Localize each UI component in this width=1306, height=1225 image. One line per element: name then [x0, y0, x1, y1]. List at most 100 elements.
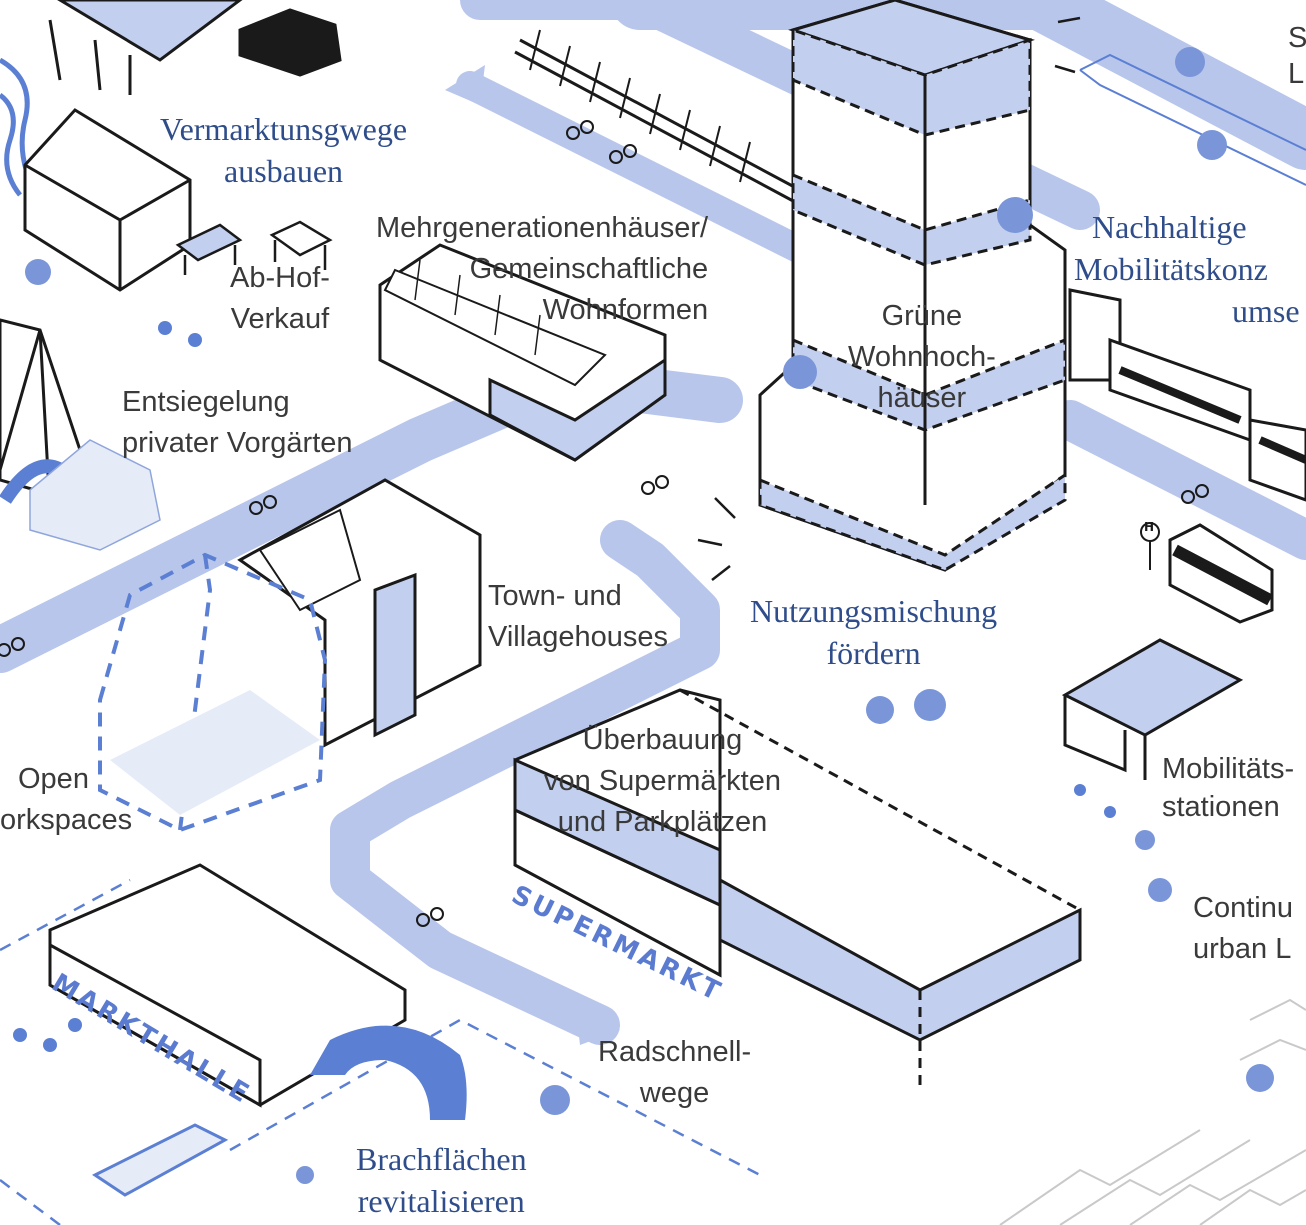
- planter: [92, 1123, 229, 1197]
- label-ueberbauung: Überbauung von Supermärkten und Parkplät…: [544, 720, 781, 843]
- supermarket-building: [513, 688, 1082, 1090]
- tree-6: [866, 696, 894, 724]
- bus: [1168, 523, 1274, 624]
- warehouse-top-left: [48, 0, 342, 95]
- label-line: Ab-Hof-: [230, 262, 330, 294]
- revitalise-arrow: [310, 1025, 467, 1120]
- cyclist-2: [609, 144, 637, 164]
- label-line: stationen: [1162, 791, 1280, 823]
- tree-9: [25, 259, 51, 285]
- tree-1: [1175, 47, 1205, 77]
- label-line: wege: [639, 1077, 710, 1109]
- label-line: Open: [18, 763, 89, 795]
- label-continuous-urban: Continu urban L: [1193, 888, 1293, 970]
- train: [1068, 288, 1306, 502]
- label-ab-hof-verkauf: Ab-Hof- Verkauf: [230, 258, 330, 340]
- arrow-radschnell: [575, 1000, 620, 1045]
- label-line: und Parkplätzen: [557, 806, 768, 838]
- right-path: [1050, 400, 1306, 560]
- rail-track: [514, 29, 801, 204]
- label-town-villagehouses: Town- und Villagehouses: [488, 576, 668, 658]
- label-line: Nachhaltige: [1092, 209, 1247, 245]
- label-line: ausbauen: [223, 153, 344, 189]
- landscape-lines: [999, 998, 1306, 1225]
- label-nachhaltige-mobilitaet: Nachhaltige Mobilitätskonz umse: [1074, 206, 1300, 332]
- label-line: Mehrgenerationenhäuser/: [376, 212, 709, 244]
- label-line: privater Vorgärten: [122, 427, 353, 459]
- central-path: [330, 520, 720, 1045]
- label-line: Brachflächen: [356, 1141, 527, 1177]
- cyclist-3: [249, 495, 277, 515]
- tree-2: [1197, 130, 1227, 160]
- label-line: S: [1288, 22, 1306, 54]
- cyclist-6: [416, 907, 444, 927]
- label-line: Radschnell-: [598, 1036, 752, 1068]
- label-mehrgenerationenhaeuser: Mehrgenerationenhäuser/ Gemeinschaftlich…: [376, 208, 708, 331]
- cyclist-1: [566, 120, 594, 140]
- cyclist-5: [0, 637, 25, 657]
- label-line: Vermarktunsgwege: [160, 111, 408, 147]
- label-mobilitaetsstationen: Mobilitäts- stationen: [1162, 750, 1294, 826]
- bushes: [13, 321, 1116, 1052]
- bus-stop-letter: H: [1144, 520, 1155, 534]
- label-line: Überbauung: [582, 724, 743, 756]
- label-line: Mobilitätskonz: [1074, 251, 1268, 287]
- label-line: Wohnhoch-: [848, 341, 996, 373]
- market-hall: [48, 863, 407, 1108]
- label-line: Verkauf: [230, 303, 330, 335]
- green-high-rise: [758, 0, 1067, 572]
- label-top-right: S L: [1288, 20, 1306, 92]
- label-line: revitalisieren: [357, 1183, 525, 1219]
- upper-path: [456, 71, 814, 264]
- cyclist-4: [641, 475, 669, 495]
- label-gruene-wohnhochhaeuser: Grüne Wohnhoch- häuser: [848, 296, 996, 419]
- label-line: L: [1288, 58, 1305, 90]
- label-line: Nutzungsmischung: [750, 593, 998, 629]
- label-line: Villagehouses: [488, 621, 669, 653]
- tree-8: [296, 1166, 314, 1184]
- bus-stop-sign: [1140, 522, 1160, 570]
- brick-wall: [29, 439, 161, 551]
- label-line: Entsiegelung: [122, 386, 290, 418]
- tree-12: [1135, 830, 1155, 850]
- trees: [25, 47, 1274, 1184]
- label-line: Wohnformen: [542, 294, 709, 326]
- label-line: häuser: [877, 382, 967, 414]
- label-line: fördern: [826, 635, 921, 671]
- workspace-floor: [110, 690, 320, 815]
- brownfield-plot: [0, 878, 761, 1225]
- label-radschnellwege: Radschnell- wege: [598, 1032, 751, 1114]
- tree-10: [1246, 1064, 1274, 1092]
- label-line: Mobilitäts-: [1162, 753, 1295, 785]
- label-entsiegelung: Entsiegelung privater Vorgärten: [122, 382, 353, 464]
- label-line: Town- und: [488, 580, 622, 612]
- tree-5: [914, 689, 946, 721]
- cyclists: [0, 120, 1209, 927]
- multigenerational-house: [378, 243, 667, 462]
- label-open-workspaces: Open orkspaces: [0, 759, 132, 841]
- mobility-station: [1061, 638, 1244, 780]
- label-line: Gemeinschaftliche: [469, 253, 709, 285]
- arrow-upper-left: [445, 65, 485, 105]
- label-brachflaechen: Brachflächen revitalisieren: [356, 1138, 527, 1222]
- town-house: [237, 478, 482, 748]
- top-right-band: [610, 0, 1306, 170]
- label-nutzungsmischung: Nutzungsmischung fördern: [750, 590, 997, 674]
- label-line: umse: [1232, 293, 1300, 329]
- light-burst: [697, 16, 1081, 581]
- tree-3: [997, 197, 1033, 233]
- label-line: Grüne: [881, 300, 963, 332]
- tree-4: [783, 355, 817, 389]
- label-line: urban L: [1193, 933, 1292, 965]
- farm-stands: [175, 220, 333, 275]
- top-right-arrow: [1079, 53, 1306, 186]
- tree-11: [1148, 878, 1172, 902]
- path-arrows: [445, 65, 620, 1045]
- label-line: Continu: [1193, 892, 1293, 924]
- label-vermarktungswege: Vermarktunsgwege ausbauen: [160, 108, 407, 192]
- label-line: von Supermärkten: [544, 765, 781, 797]
- tree-7: [540, 1085, 570, 1115]
- label-line: orkspaces: [0, 804, 133, 836]
- cyclist-7: [1181, 484, 1209, 504]
